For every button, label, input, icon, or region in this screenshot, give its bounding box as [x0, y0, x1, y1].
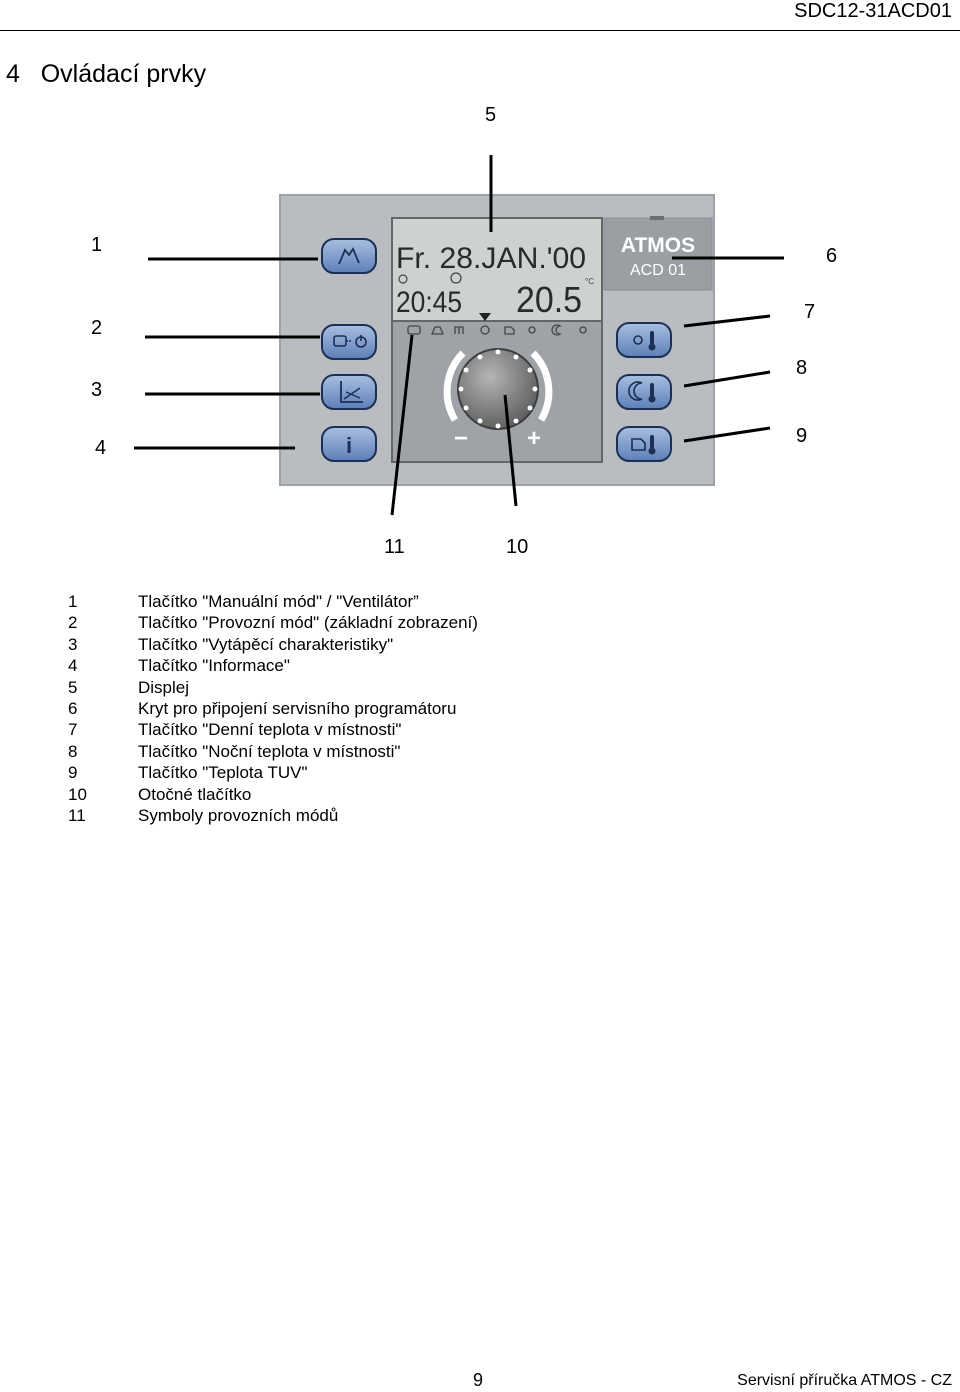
- section-title: 4 Ovládací prvky: [6, 60, 207, 88]
- lcd-temperature: 20.5: [516, 279, 582, 320]
- legend-number: 8: [68, 741, 78, 761]
- legend-number: 6: [68, 699, 78, 719]
- legend-text: Tlačítko "Vytápěcí charakteristiky": [138, 634, 394, 654]
- leader-line-9: [683, 426, 771, 443]
- legend-text: Otočné tlačítko: [138, 784, 252, 804]
- callout-8: 8: [796, 357, 808, 379]
- legend-text: Kryt pro připojení servisního programáto…: [138, 699, 457, 719]
- brand-logo: ATMOS: [621, 234, 695, 257]
- knob-arc-right: [530, 350, 553, 422]
- button-night-temperature[interactable]: [616, 374, 672, 410]
- leader-line-8: [683, 370, 771, 388]
- info-icon: i: [346, 433, 352, 458]
- knob-minus-label: −: [454, 425, 468, 452]
- legend-item: 6 Kryt pro připojení servisního programát…: [68, 698, 478, 719]
- callout-3: 3: [91, 379, 103, 401]
- header-rule: [0, 30, 960, 31]
- knob-plus-label: +: [527, 425, 541, 452]
- moon-thermometer-icon: [628, 381, 643, 401]
- legend-number: 7: [68, 720, 78, 740]
- legend-number: 10: [68, 784, 87, 804]
- legend-text: Symboly provozních módů: [138, 806, 339, 826]
- legend-item: 1 Tlačítko "Manuální mód" / "Ventilátor”: [68, 591, 478, 612]
- legend-text: Tlačítko "Informace": [138, 656, 290, 676]
- service-cover: [603, 217, 713, 291]
- mode-timer-icon: [480, 325, 490, 335]
- model-label: ACD 01: [630, 262, 686, 279]
- leader-line-7: [683, 314, 771, 328]
- heating-curve-icon: [340, 381, 363, 403]
- footer-title: Servisní příručka ATMOS - CZ: [737, 1372, 952, 1389]
- lcd-unit: °C: [585, 277, 594, 286]
- leader-line-11: [390, 334, 414, 516]
- knob-arc-left: [443, 350, 466, 422]
- hand-fan-icon: [338, 247, 360, 265]
- legend-item: 7 Tlačítko "Denní teplota v místnosti": [68, 719, 478, 740]
- mode-tap-icon: [504, 326, 515, 335]
- lcd-clock-icon: [450, 272, 462, 284]
- legend-number: 3: [68, 634, 78, 654]
- callout-5: 5: [485, 104, 497, 126]
- mode-pointer-icon: [479, 313, 491, 321]
- legend-text: Displej: [138, 677, 190, 697]
- button-operating-mode[interactable]: [321, 324, 377, 360]
- callout-9: 9: [796, 425, 808, 447]
- lcd-display: [391, 217, 603, 322]
- sun-thermometer-icon: [633, 335, 643, 345]
- mode-standby-icon: [407, 325, 421, 335]
- callout-6: 6: [826, 245, 838, 267]
- mode-symbols-row: [407, 324, 587, 336]
- legend-item: 10 Otočné tlačítko: [68, 784, 478, 805]
- callout-1: 1: [91, 234, 103, 256]
- legend-item: 2 Tlačítko "Provozní mód" (základní zobra…: [68, 612, 478, 633]
- legend-item: 4 Tlačítko "Informace": [68, 655, 478, 676]
- callout-4: 4: [95, 437, 107, 459]
- callout-2: 2: [91, 317, 103, 339]
- callout-11: 11: [384, 536, 405, 558]
- legend-number: 2: [68, 613, 78, 633]
- legend-item: 11 Symboly provozních módů: [68, 805, 478, 826]
- legend-number: 4: [68, 656, 78, 676]
- mode-moon-icon: [551, 324, 562, 336]
- callout-7: 7: [804, 301, 816, 323]
- button-info[interactable]: i: [321, 426, 377, 462]
- rotary-knob[interactable]: [457, 348, 539, 430]
- knob-dots: [458, 349, 538, 429]
- mode-auto-icon: [431, 326, 444, 335]
- button-manual-mode[interactable]: [321, 238, 377, 274]
- legend-number: 9: [68, 763, 78, 783]
- legend-text: Tlačítko "Noční teplota v místnosti": [138, 741, 401, 761]
- legend-text: Tlačítko "Teplota TUV": [138, 763, 308, 783]
- legend-item: 8 Tlačítko "Noční teplota v místnosti": [68, 741, 478, 762]
- mode-frost-icon: [579, 326, 587, 334]
- legend-number: 11: [68, 806, 86, 826]
- legend-number: 5: [68, 677, 78, 697]
- button-heating-curve[interactable]: [321, 374, 377, 410]
- tap-thermometer-icon: [631, 438, 646, 451]
- callout-10: 10: [506, 536, 529, 558]
- legend-text: Tlačítko "Provozní mód" (základní zobraz…: [138, 613, 478, 633]
- mode-sun-icon: [528, 326, 536, 334]
- leader-line-10: [503, 394, 518, 507]
- service-port: [650, 216, 664, 220]
- legend-item: 3 Tlačítko "Vytápěcí charakteristiky": [68, 634, 478, 655]
- button-day-temperature[interactable]: [616, 322, 672, 358]
- legend-number: 1: [68, 592, 78, 611]
- document-code: SDC12-31ACD01: [794, 0, 952, 22]
- legend-text: Tlačítko "Manuální mód" / "Ventilátor”: [138, 592, 419, 611]
- legend-text: Tlačítko "Denní teplota v místnosti": [138, 720, 402, 740]
- lcd-time: 20:45: [396, 286, 462, 319]
- lcd-sun-icon: [398, 274, 408, 284]
- mode-holiday-icon: [454, 326, 464, 334]
- page-number: 9: [473, 1370, 484, 1390]
- legend-item: 9 Tlačítko "Teplota TUV": [68, 762, 478, 783]
- callout-leader-lines: [134, 155, 784, 516]
- controller-illustration: ATMOS ACD 01 Fr. 28.JAN.'00 20:45 20.5 °…: [134, 155, 784, 516]
- button-dhw-temperature[interactable]: [616, 426, 672, 462]
- lcd-date: Fr. 28.JAN.'00: [396, 242, 586, 275]
- legend-item: 5 Displej: [68, 677, 478, 698]
